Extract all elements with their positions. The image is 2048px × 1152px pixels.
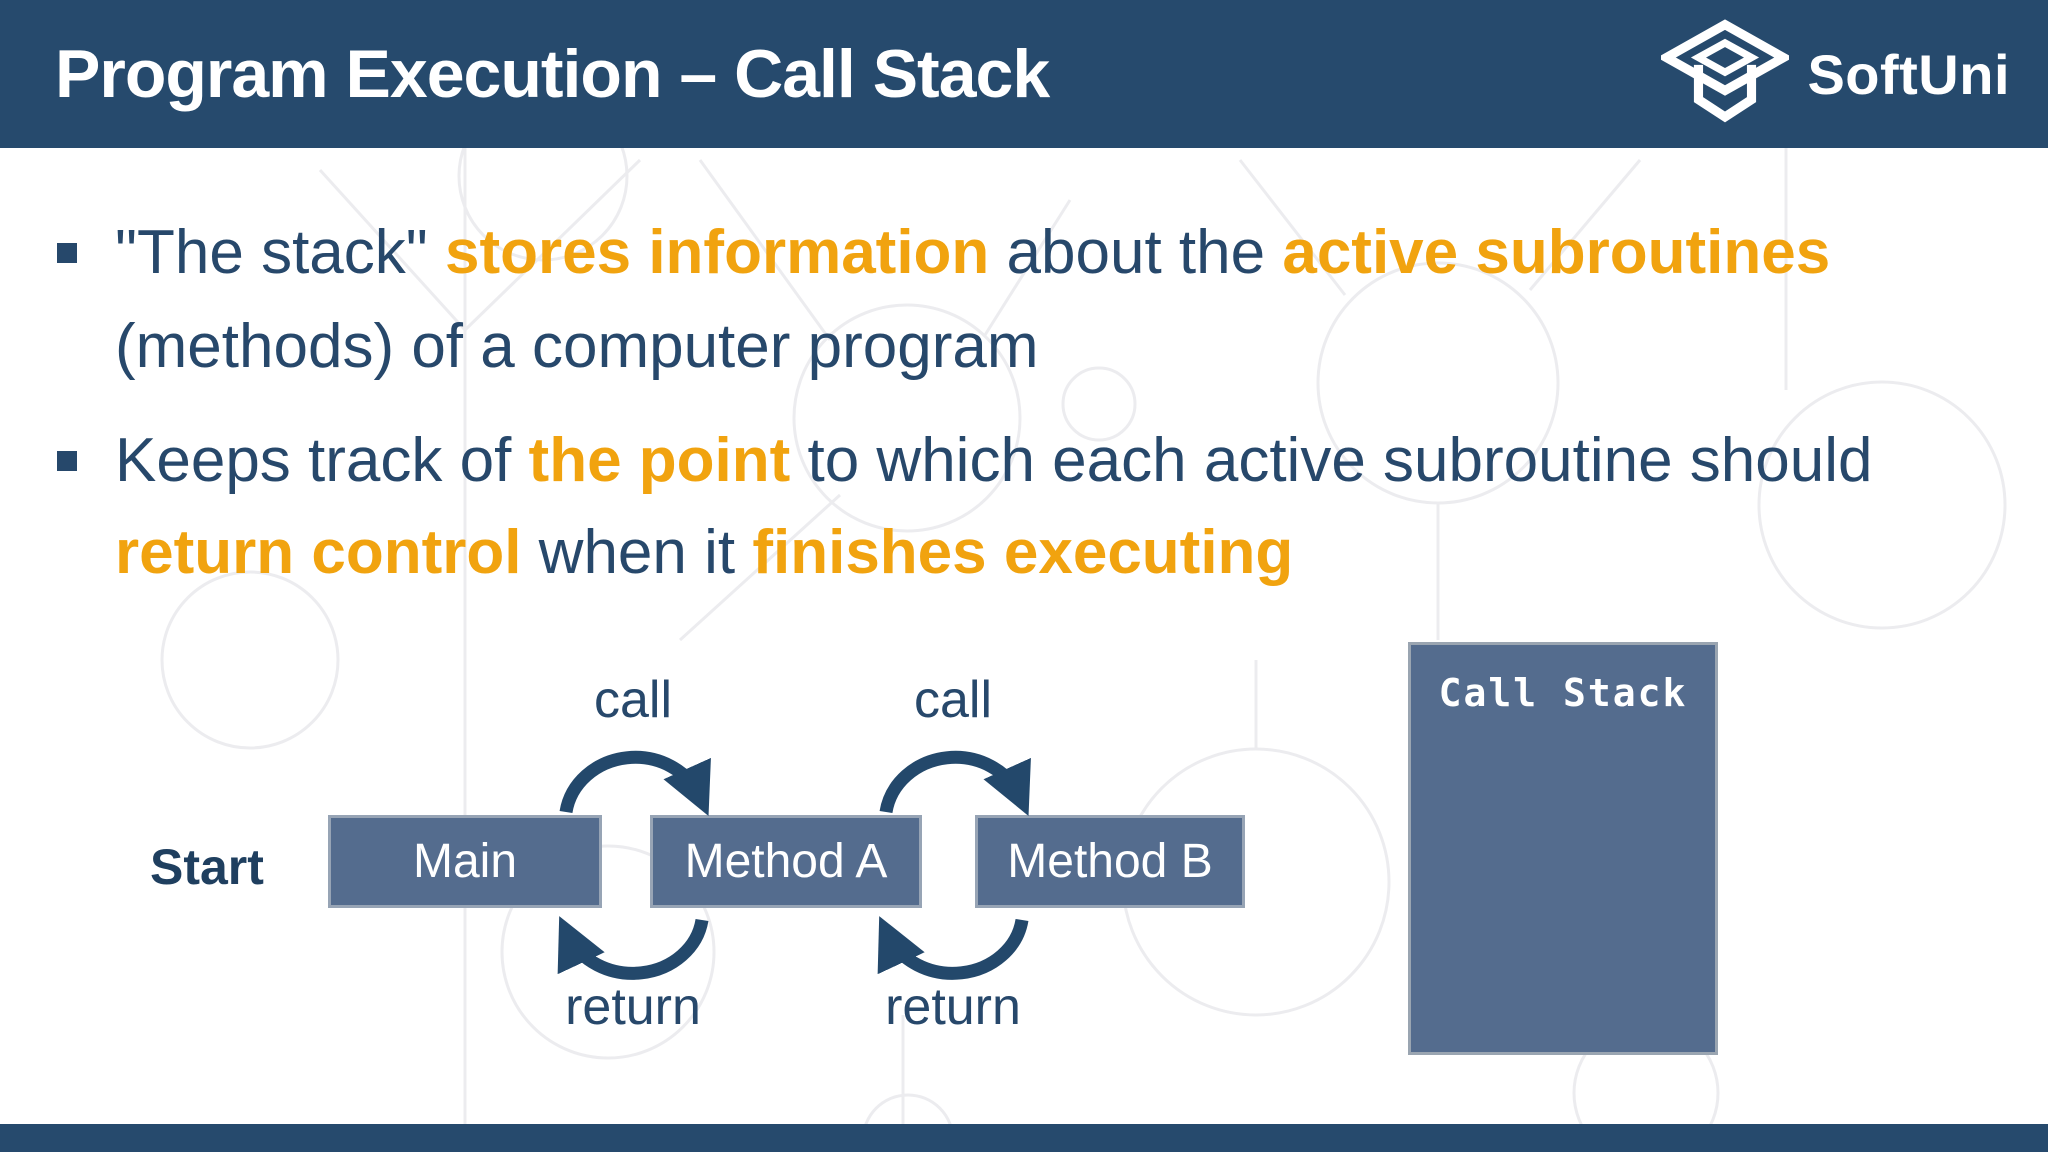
body-text: when it: [521, 518, 753, 587]
call-stack-title: Call Stack: [1438, 671, 1688, 715]
bullet-marker: [57, 243, 77, 263]
start-label: Start: [150, 839, 264, 895]
body-text: about the: [989, 218, 1283, 287]
body-text: "The stack": [115, 218, 446, 287]
return-arrow-1: [557, 916, 709, 980]
header-bar: Program Execution – Call Stack SoftUni: [0, 0, 2048, 148]
footer-bar: [0, 1124, 2048, 1152]
call-arrow-2: [879, 750, 1031, 816]
softuni-logo: SoftUni: [1661, 0, 2010, 148]
diagram-box-main: Main: [328, 815, 602, 908]
body-text: (methods) of a computer program: [115, 312, 1039, 381]
call-stack-box: Call Stack: [1408, 642, 1718, 1055]
diagram-box-label: Method A: [684, 835, 888, 888]
call-label: call: [593, 671, 673, 729]
emphasized-text: the point: [528, 426, 791, 495]
emphasized-text: stores information: [445, 218, 990, 287]
diagram-box-method-a: Method A: [650, 815, 922, 908]
body-text: Keeps track of: [115, 426, 529, 495]
call-label: call: [913, 671, 993, 729]
bullet-text-line: (methods) of a computer program: [115, 310, 1039, 384]
return-label: return: [885, 978, 1021, 1036]
slide-title: Program Execution – Call Stack: [55, 36, 1050, 112]
diagram-box-method-b: Method B: [975, 815, 1245, 908]
logo-text: SoftUni: [1807, 42, 2010, 106]
return-label: return: [565, 978, 701, 1036]
emphasized-text: finishes executing: [752, 518, 1294, 587]
bullet-text-line: return control when it finishes executin…: [115, 516, 1293, 590]
emphasized-text: return control: [115, 518, 522, 587]
diagram-box-label: Method B: [1007, 835, 1213, 888]
return-arrow-2: [877, 916, 1029, 980]
emphasized-text: active subroutines: [1282, 218, 1831, 287]
call-arrow-1: [559, 750, 711, 816]
graduation-cap-icon: [1661, 19, 1790, 123]
body-text: to which each active subroutine should: [790, 426, 1873, 495]
diagram-box-label: Main: [412, 835, 518, 888]
bullet-marker: [57, 451, 77, 471]
bullet-text-line: Keeps track of the point to which each a…: [115, 424, 1872, 498]
bullet-text-line: "The stack" stores information about the…: [115, 216, 1830, 290]
